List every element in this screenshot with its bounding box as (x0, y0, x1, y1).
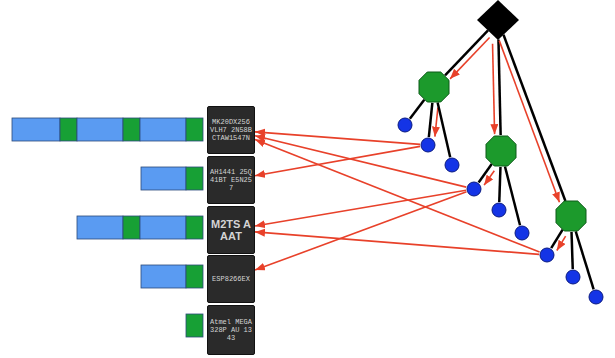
green-segment (123, 118, 140, 141)
chip-marking: M2TS AAAT (210, 218, 252, 242)
connector (572, 232, 573, 269)
circle-outline (565, 269, 581, 285)
blue-segment (12, 118, 60, 141)
connector (255, 190, 466, 226)
connector (255, 136, 466, 187)
circle-outline (514, 225, 530, 241)
circle-outline (397, 117, 413, 133)
blue-segment (77, 118, 123, 141)
leaf-circle (565, 269, 581, 285)
oct-outline (418, 71, 450, 103)
chip-marking: Atmel MEGA328P AU 1343 (210, 318, 252, 342)
leaf-circle (466, 181, 482, 197)
leaf-circle (539, 247, 555, 263)
connector (551, 230, 565, 251)
green-segment (186, 118, 203, 141)
circle-outline (588, 289, 604, 305)
circle-outline (444, 157, 460, 173)
blue-segment (77, 216, 123, 239)
leaf-circle (420, 137, 436, 153)
chip-marking: AH1441 25Q41BT E5N257 (210, 168, 252, 192)
chip-photo: Atmel MEGA328P AU 1343 (207, 305, 255, 355)
connector (255, 192, 466, 270)
connector (438, 103, 451, 158)
root-diamond (477, 0, 519, 40)
green-segment (186, 167, 203, 190)
connector (499, 35, 565, 202)
green-segment (186, 314, 203, 337)
circle-outline (539, 247, 555, 263)
circle-outline (420, 137, 436, 153)
green-segment (60, 118, 77, 141)
chip-photo: ESP8266EX (207, 255, 255, 303)
connector (479, 164, 495, 185)
blue-segment (141, 167, 186, 190)
oct-outline (485, 135, 517, 167)
connector (410, 100, 424, 119)
branch-octagon (418, 71, 450, 103)
leaf-circle (444, 157, 460, 173)
chip-photo: AH1441 25Q41BT E5N257 (207, 156, 255, 204)
blue-segment (140, 216, 186, 239)
connector (255, 232, 539, 254)
green-segment (186, 265, 203, 288)
oct-outline (555, 200, 587, 232)
leaf-circle (491, 202, 507, 218)
branch-octagon (555, 200, 587, 232)
chip-marking: ESP8266EX (210, 275, 252, 283)
leaf-circle (397, 117, 413, 133)
branch-octagon (485, 135, 517, 167)
chip-marking: MK20DX256 VLH7 2N58B CTAW1547N (210, 118, 252, 142)
chip-photo: MK20DX256 VLH7 2N58B CTAW1547N (207, 106, 255, 154)
connector (499, 167, 500, 202)
blue-segment (141, 265, 186, 288)
chip-photo: M2TS AAAT (207, 206, 255, 254)
leaf-circle (588, 289, 604, 305)
circle-outline (491, 202, 507, 218)
connector (445, 30, 490, 78)
connector (493, 40, 501, 135)
circle-outline (466, 181, 482, 197)
connector (429, 103, 438, 137)
leaf-circle (514, 225, 530, 241)
green-segment (123, 216, 140, 239)
green-segment (186, 216, 203, 239)
connector (505, 166, 520, 225)
blue-segment (140, 118, 186, 141)
diamond-outline (477, 0, 519, 40)
